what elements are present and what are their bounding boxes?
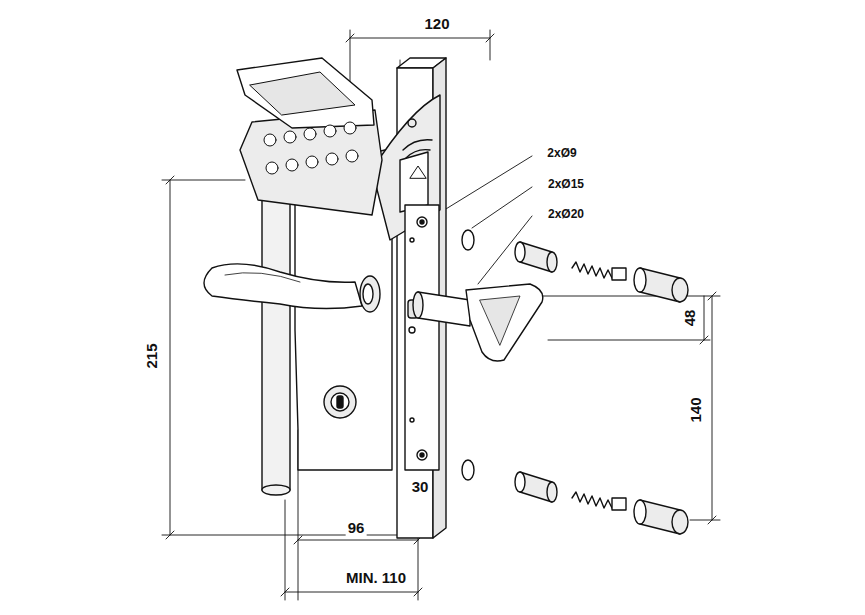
lock-body <box>237 58 440 470</box>
dimension-label: 48 <box>682 308 699 329</box>
dimension-label: 30 <box>410 479 431 496</box>
fixing-set-bottom <box>462 460 688 534</box>
lever-handle <box>204 264 380 312</box>
thumb-turn <box>413 284 543 361</box>
dimension-lines <box>162 30 720 600</box>
callout-label: 2xØ9 <box>545 147 578 160</box>
dimension-label: 140 <box>688 395 705 424</box>
dimension-label: MIN. 110 <box>344 570 408 587</box>
dimension-label: 120 <box>422 16 451 33</box>
dimension-label: 215 <box>144 341 161 370</box>
dimension-label: 96 <box>346 520 367 537</box>
callout-label: 2xØ20 <box>546 208 586 221</box>
fixing-set-top <box>462 230 688 302</box>
callout-label: 2xØ15 <box>546 178 586 191</box>
